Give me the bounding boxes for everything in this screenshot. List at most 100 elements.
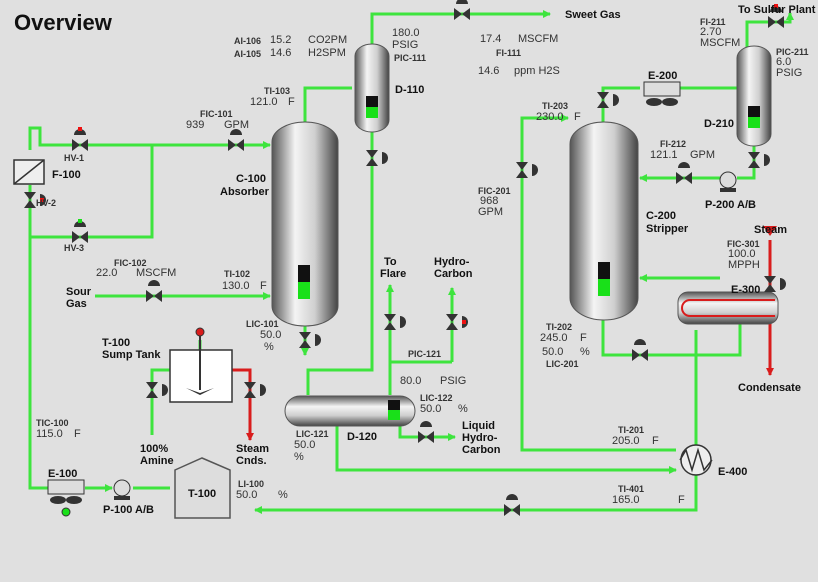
fic101-valve[interactable] [228, 129, 244, 151]
sour-gas-label-2: Gas [66, 298, 87, 310]
d110-outlet-valve[interactable] [366, 150, 388, 166]
fic301-tag: FIC-301 [727, 239, 760, 249]
ai105-value[interactable]: 14.6 [270, 47, 292, 59]
d210-bottom-valve[interactable] [748, 152, 770, 168]
d110-drum[interactable] [354, 43, 390, 133]
lic201-tag: LIC-201 [546, 359, 579, 369]
flare-valve[interactable] [384, 314, 406, 330]
pipe-fic101-to-absorber [28, 126, 271, 150]
ti102-tag: TI-102 [224, 269, 251, 279]
hv1-valve-status-indicator [78, 127, 82, 131]
fic102-valve[interactable] [146, 280, 162, 302]
amine-valve[interactable] [146, 382, 168, 398]
ai106-value[interactable]: 15.2 [270, 34, 292, 46]
lic122-value[interactable]: 50.0 [420, 403, 442, 415]
ti202-unit: F [580, 332, 587, 344]
ti103-unit: F [288, 96, 295, 108]
h2s-value[interactable]: 14.6 [478, 65, 500, 77]
lic101-unit: % [264, 341, 274, 353]
c200-bottom-valve[interactable] [632, 339, 648, 361]
pipe-d210-bottom [737, 145, 756, 180]
lic122-unit: % [458, 403, 468, 415]
lic101-value[interactable]: 50.0 [260, 329, 282, 341]
pic211-unit: PSIG [776, 67, 803, 79]
c100-absorber[interactable] [271, 121, 339, 327]
hydrocarbon-valve-status-indicator [462, 320, 466, 324]
t100-sump-tank[interactable] [169, 327, 233, 403]
fic201-valve[interactable] [516, 162, 538, 178]
ti102-value[interactable]: 130.0 [222, 280, 250, 292]
ti202-value[interactable]: 245.0 [540, 332, 568, 344]
hv3-valve[interactable] [72, 219, 88, 243]
lic201-value[interactable]: 50.0 [542, 346, 564, 358]
e300-reboiler[interactable] [677, 291, 779, 325]
ti103-value[interactable]: 121.0 [250, 96, 278, 108]
liquid-hc-valve[interactable] [418, 421, 434, 443]
fic201-unit: GPM [478, 206, 504, 218]
sweet-gas-label: Sweet Gas [565, 9, 621, 21]
c100-label: C-100 [236, 173, 266, 185]
c200-level-bar [598, 279, 610, 296]
pic121-value[interactable]: 80.0 [400, 375, 422, 387]
ti203-value[interactable]: 230.0 [536, 111, 564, 123]
pipe-absorber-top [303, 86, 352, 122]
lic101-tag: LIC-101 [246, 319, 279, 329]
fic101-unit: GPM [224, 119, 250, 131]
pipe-sweet-gas [370, 10, 551, 46]
tic100-value[interactable]: 115.0 [36, 428, 63, 440]
e400-exchanger[interactable] [679, 444, 713, 476]
fic102-value[interactable]: 22.0 [96, 267, 118, 279]
hydrocarbon-valve[interactable] [446, 314, 468, 330]
pipe-steam-cnds [232, 368, 254, 441]
ti401-value[interactable]: 165.0 [612, 494, 640, 506]
pic211-value[interactable]: 6.0 [776, 56, 792, 68]
tic100-unit: F [74, 428, 81, 440]
fi212-value[interactable]: 121.1 [650, 149, 678, 161]
lic101-valve[interactable] [299, 332, 321, 348]
ti103-tag: TI-103 [264, 86, 291, 96]
fi211-unit: MSCFM [700, 37, 741, 49]
pic211-tag: PIC-211 [776, 47, 809, 57]
fic201-tag: FIC-201 [478, 186, 511, 196]
d210-drum[interactable] [736, 45, 772, 147]
li100-value[interactable]: 50.0 [236, 489, 258, 501]
d120-drum[interactable] [284, 395, 416, 427]
fic101-tag: FIC-101 [200, 109, 233, 119]
lic121-value[interactable]: 50.0 [294, 439, 316, 451]
fic301-value[interactable]: 100.0 [728, 248, 756, 260]
d110-level-bar [366, 107, 378, 118]
f100-filter[interactable] [13, 159, 45, 185]
ti401-valve[interactable] [504, 494, 520, 516]
amine-label-1: 100% [140, 443, 169, 455]
ti201-value[interactable]: 205.0 [612, 435, 640, 447]
fic301-valve[interactable] [764, 276, 786, 292]
e100-label: E-100 [48, 468, 78, 480]
fi111-unit: MSCFM [518, 33, 559, 45]
fic101-value[interactable]: 939 [186, 119, 205, 131]
c200-top-valve[interactable] [597, 92, 619, 108]
c200-stripper[interactable] [569, 121, 639, 321]
hv1-valve[interactable] [72, 127, 88, 151]
fic201-value[interactable]: 968 [480, 195, 499, 207]
hv3-valve-status-indicator [78, 219, 82, 223]
e100-cooler[interactable] [47, 479, 85, 517]
steam-label: Steam [754, 224, 788, 236]
t100-tank[interactable] [174, 457, 231, 519]
fi212-valve[interactable] [676, 162, 692, 184]
p100-pump[interactable] [113, 479, 131, 500]
p200-label: P-200 A/B [705, 199, 756, 211]
steam-cnds-valve[interactable] [244, 382, 266, 398]
sulfur-valve[interactable] [768, 4, 784, 28]
hv2-valve[interactable] [24, 192, 46, 208]
fi111-value[interactable]: 17.4 [480, 33, 502, 45]
c200-label: C-200 [646, 210, 676, 222]
p200-pump[interactable] [719, 171, 737, 192]
pic111-value[interactable]: 180.0 [392, 27, 420, 39]
liquid-hc-label-3: Carbon [462, 444, 501, 456]
sweet-gas-valve[interactable] [454, 0, 470, 20]
fi211-value[interactable]: 2.70 [700, 26, 722, 38]
e200-cooler[interactable] [643, 81, 681, 106]
sour-gas-label-1: Sour [66, 286, 92, 298]
c200-sublabel: Stripper [646, 223, 689, 235]
fic102-unit: MSCFM [136, 267, 177, 279]
